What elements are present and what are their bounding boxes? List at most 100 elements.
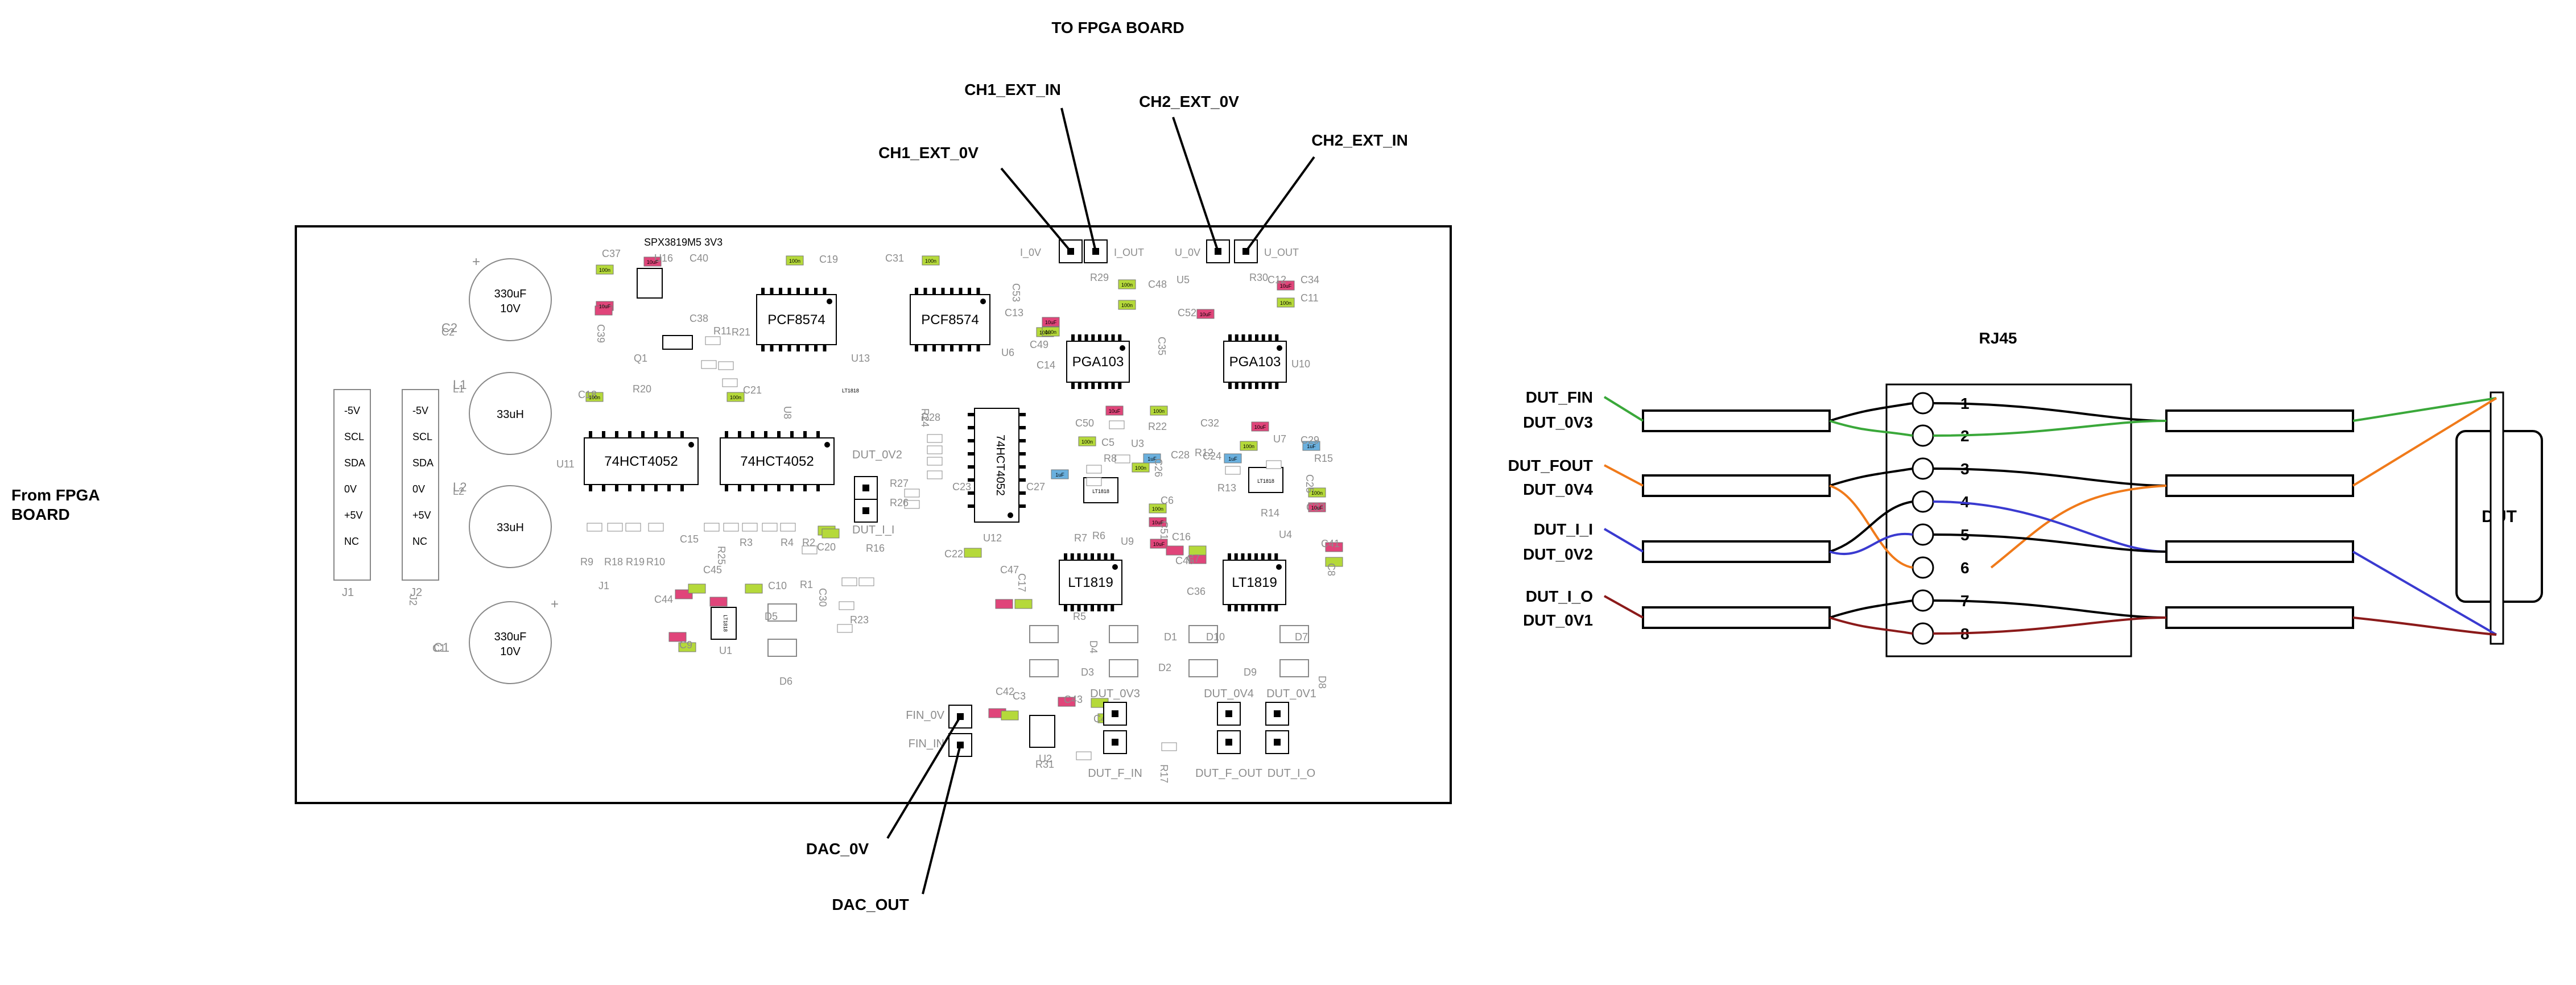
smd-resistor [839, 601, 854, 610]
refdes-label: C16 [1172, 531, 1191, 543]
refdes-label: D10 [1206, 631, 1225, 643]
right-wire-segment [2165, 540, 2354, 563]
refdes-label: C39 [595, 324, 606, 343]
test-point-label: I_OUT [1114, 247, 1144, 259]
refdes-label: C45 [703, 564, 722, 576]
ic-pin [1070, 553, 1074, 560]
component-value: 10V [500, 303, 521, 315]
refdes-label: R21 [732, 326, 750, 338]
ic-pin [1084, 605, 1088, 611]
ic-label: LT1819 [1232, 575, 1277, 590]
ic-pin [968, 426, 975, 429]
ic-pin [1248, 553, 1252, 560]
refdes-label: C28 [1171, 449, 1190, 461]
ic-pin [1275, 382, 1279, 389]
test-point-label: DUT_F_OUT [1195, 767, 1262, 780]
smd-capacitor [1132, 462, 1150, 473]
smd-capacitor [678, 642, 696, 652]
refdes-label: U12 [983, 532, 1002, 544]
chip-pga103-a: PGA103 [1066, 334, 1130, 389]
ic-pin [1255, 382, 1258, 389]
left-pair-wire [1829, 599, 1913, 619]
refdes-label: C6 [1161, 495, 1174, 506]
ch1-ext-in-leader [1060, 107, 1097, 252]
connector-j1 [333, 389, 371, 581]
smd-capacitor [1251, 421, 1269, 432]
test-point-dut-pad [1274, 710, 1281, 717]
ch2-ext-in-label: CH2_EXT_IN [1311, 131, 1408, 149]
refdes-label: R24 [919, 408, 931, 427]
ic-pin [787, 288, 791, 295]
refdes-label: U4 [1279, 529, 1292, 540]
refdes-label: C3 [1013, 690, 1026, 702]
ic-pin [816, 431, 820, 438]
cap-value-label: 100n [1121, 282, 1133, 288]
refdes-label: R4 [781, 537, 794, 548]
refdes-label: R15 [1314, 453, 1333, 464]
test-point-label: FIN_IN [909, 738, 944, 750]
smd-resistor [802, 545, 818, 554]
dut-signal-label: DUT_I_I [1534, 520, 1593, 538]
ic-pin [1019, 465, 1026, 469]
ic-pin [1104, 334, 1108, 341]
refdes-label: C44 [654, 594, 673, 605]
smd-capacitor [1224, 453, 1242, 463]
ic-pin [761, 288, 765, 295]
ic-pin [1019, 452, 1026, 456]
ic-pin [628, 485, 631, 491]
refdes-label: L2 [453, 486, 464, 497]
smd-capacitor [1051, 469, 1069, 479]
refdes-label: C18 [578, 389, 597, 400]
refdes-label: L1 [453, 383, 464, 395]
polarity-mark: + [551, 597, 559, 612]
smd-resistor [927, 470, 943, 479]
ic-pin [764, 431, 767, 438]
ic-pin [1241, 382, 1245, 389]
refdes-label: C23 [952, 481, 971, 492]
refdes-label: C31 [885, 253, 904, 264]
ic-pin [1019, 504, 1026, 508]
ic-pin [803, 431, 807, 438]
ic-pin [1019, 478, 1026, 482]
smd-capacitor [1308, 502, 1326, 512]
connector-pin-label: 0V [412, 483, 425, 495]
ic-pin [1019, 413, 1026, 416]
ic-pin [1248, 382, 1252, 389]
cap-value-label: 100n [1311, 490, 1323, 496]
smd-capacitor [596, 264, 614, 275]
cap-value-label: 10uF [1311, 505, 1323, 511]
pin1-dot [1112, 564, 1118, 570]
cap-value-label: 10uF [1152, 520, 1164, 525]
connector-j2 [402, 389, 439, 581]
diode [1279, 625, 1309, 643]
refdes-label: C53 [1010, 283, 1022, 302]
diode [1029, 659, 1059, 677]
ic-pin [667, 431, 671, 438]
cap-value-label: 10uF [599, 304, 611, 309]
ic-pin [761, 345, 765, 351]
refdes-label: C47 [1000, 564, 1019, 576]
refdes-label: C19 [819, 254, 838, 265]
ic-pin [968, 504, 975, 508]
ic-pin [602, 485, 605, 491]
test-point-dut-pad [1225, 710, 1232, 717]
refdes-label: R7 [1074, 532, 1087, 544]
ic-pin [770, 288, 774, 295]
refdes-label: C37 [602, 248, 621, 259]
diode [1109, 659, 1138, 677]
smd-resistor [927, 445, 943, 454]
smd-capacitor [821, 528, 840, 539]
cap-value-label: 100n [1045, 329, 1056, 335]
test-point-label: U_OUT [1264, 247, 1299, 259]
refdes-label: U11 [556, 458, 575, 470]
ic-pin [1241, 605, 1245, 611]
refdes-label: C34 [1301, 274, 1319, 285]
refdes-label: R6 [1092, 530, 1105, 541]
ic-pin [787, 345, 791, 351]
pin1-dot [1277, 345, 1282, 351]
ic-pin [1071, 334, 1075, 341]
smd-capacitor [1277, 297, 1295, 308]
smd-capacitor [709, 597, 728, 607]
dut-signal-label: DUT_FIN [1526, 388, 1593, 406]
test-point-dut-pad [1112, 710, 1118, 717]
